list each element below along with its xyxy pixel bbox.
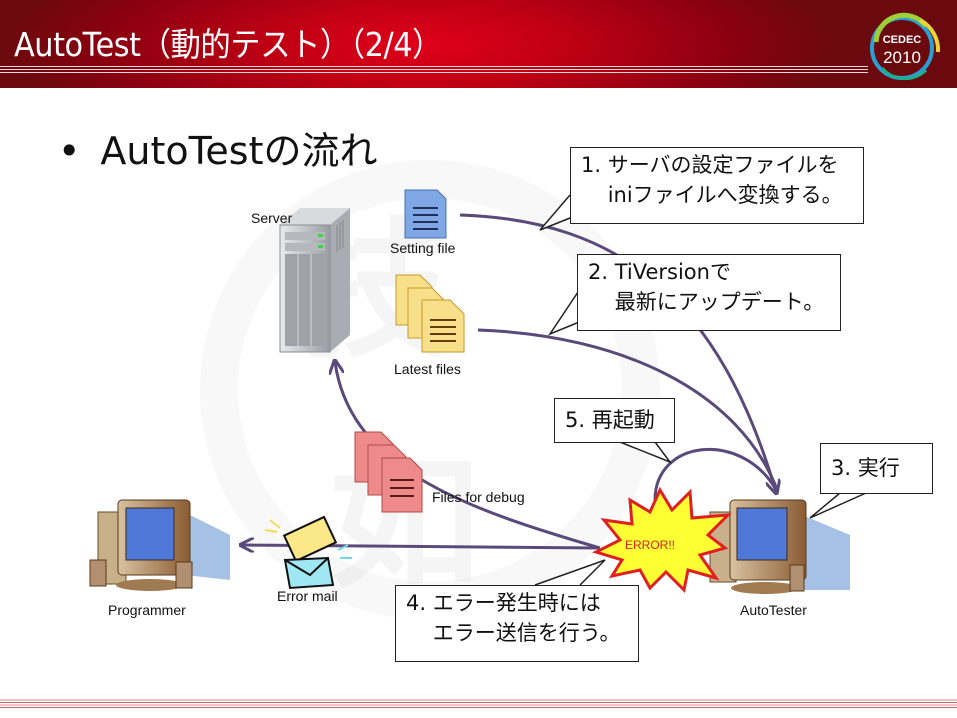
slide-header: AutoTest（動的テスト）（2/4） CEDEC 2010 <box>0 0 957 88</box>
bullet-dot: • <box>58 129 81 173</box>
footer-divider-lines <box>0 699 957 709</box>
callout4-pointer <box>534 559 606 586</box>
setting-file-label: Setting file <box>390 240 456 256</box>
cedec-logo: CEDEC 2010 <box>862 4 942 84</box>
error-burst-icon <box>591 486 732 594</box>
setting-file-icon <box>404 189 447 239</box>
callout-step5: 5. 再起動 <box>554 398 675 443</box>
latest-files-icon <box>395 274 465 353</box>
arrow-debug-to-server <box>335 362 601 550</box>
bullet-text: AutoTestの流れ <box>100 129 378 173</box>
logo-cedec-text: CEDEC <box>882 34 922 46</box>
server-label: Server <box>251 210 293 226</box>
error-burst-label: ERROR!! <box>625 538 676 552</box>
debug-files-icon <box>354 431 423 513</box>
callout-step2: 2. TiVersionで 最新にアップデート。 <box>577 254 841 331</box>
programmer-computer-icon <box>89 499 230 591</box>
error-mail-label: Error mail <box>277 588 338 604</box>
arrow-latest-to-autotester <box>477 328 780 493</box>
callout5-pointer <box>619 441 673 464</box>
autotester-label: AutoTester <box>740 602 807 618</box>
error-mail-icon <box>264 515 352 590</box>
autotester-computer-icon <box>709 499 850 594</box>
programmer-label: Programmer <box>108 602 186 618</box>
files-for-debug-label: Files for debug <box>432 489 525 505</box>
arrow-restart-loop <box>653 447 777 501</box>
callout-step1: 1. サーバの設定ファイルを iniファイルへ変換する。 <box>570 147 864 224</box>
callout-step4: 4. エラー発生時には エラー送信を行う。 <box>395 585 639 662</box>
logo-year-text: 2010 <box>883 48 921 67</box>
slide-title: AutoTest（動的テスト）（2/4） <box>14 25 443 64</box>
bullet-heading: • AutoTestの流れ <box>58 120 377 175</box>
latest-files-label: Latest files <box>394 361 461 377</box>
callout-step3: 3. 実行 <box>820 443 933 494</box>
callout3-pointer <box>809 492 867 519</box>
server-icon <box>279 208 350 353</box>
header-divider-lines <box>0 66 868 76</box>
